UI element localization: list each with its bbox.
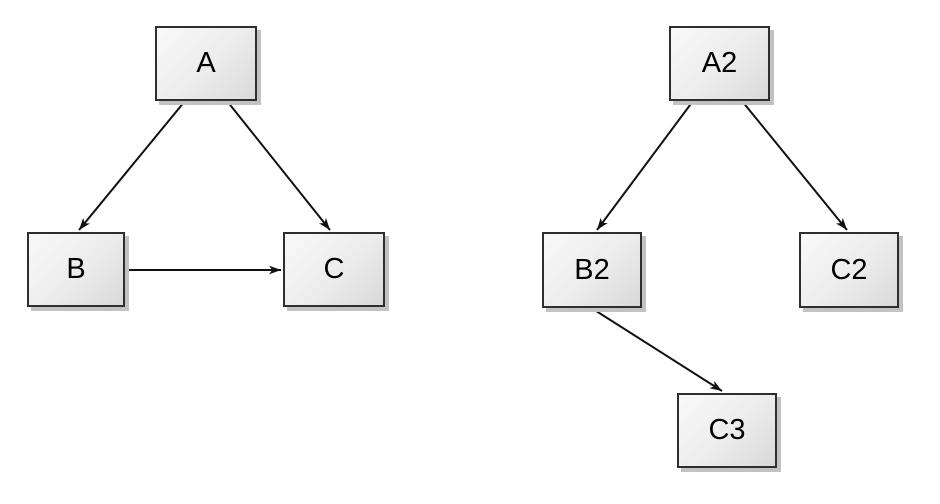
node-C2: C2	[799, 232, 899, 308]
node-C3: C3	[677, 393, 777, 468]
node-A: A	[155, 26, 257, 101]
node-A2-label: A2	[701, 47, 738, 79]
edge-A2-C2	[741, 100, 848, 231]
node-C3-label: C3	[708, 414, 746, 446]
node-C-label: C	[323, 253, 345, 285]
node-B2-label: B2	[574, 253, 610, 286]
node-A-label: A	[196, 47, 216, 79]
edge-B2-C3	[592, 308, 723, 392]
edge-A2-B2	[596, 100, 694, 231]
node-A2: A2	[669, 26, 770, 101]
node-B: B	[27, 232, 125, 307]
node-B-label: B	[66, 253, 86, 285]
edge-A-B	[78, 100, 186, 231]
edge-A-C	[226, 100, 331, 231]
node-C2-label: C2	[830, 253, 868, 286]
node-B2: B2	[542, 232, 642, 308]
node-C: C	[283, 232, 385, 307]
